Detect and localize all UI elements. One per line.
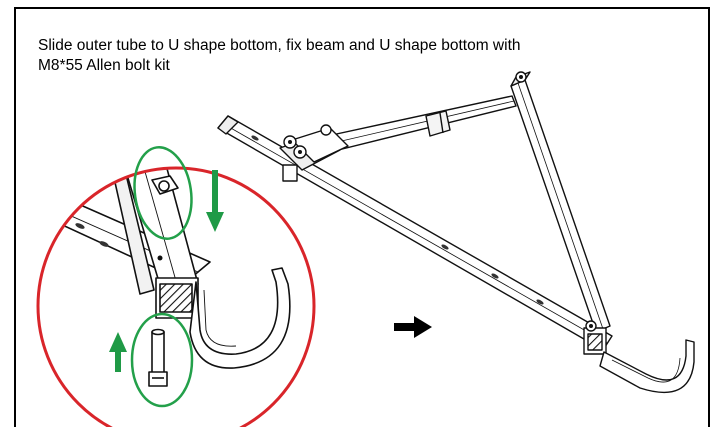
down-arrow-icon bbox=[206, 170, 224, 232]
u-shape-bottom bbox=[599, 339, 695, 394]
detail-callout bbox=[36, 146, 316, 427]
bolt-highlight-ellipse bbox=[130, 312, 194, 408]
main-assembly bbox=[217, 71, 695, 394]
instruction-line-2: M8*55 Allen bolt kit bbox=[38, 57, 170, 74]
nut-highlight-ellipse bbox=[133, 146, 193, 240]
right-arrow-icon bbox=[394, 316, 432, 338]
upright-beam bbox=[510, 71, 611, 333]
instruction-line-1: Slide outer tube to U shape bottom, fix … bbox=[38, 37, 521, 54]
brace-tube bbox=[317, 95, 517, 155]
up-arrow-icon bbox=[109, 332, 127, 372]
corner-joint bbox=[583, 320, 607, 355]
callout-circle bbox=[36, 166, 316, 427]
instruction-text: Slide outer tube to U shape bottom, fix … bbox=[38, 36, 678, 76]
center-clamp bbox=[279, 124, 349, 182]
diagram-frame bbox=[14, 7, 710, 427]
